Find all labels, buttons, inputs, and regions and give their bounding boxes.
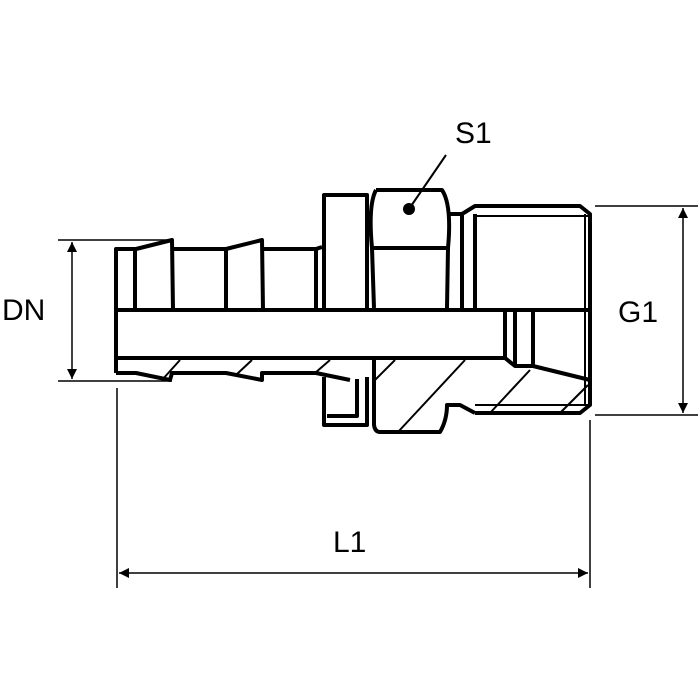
thread-section: [447, 204, 592, 415]
g1-dimension: [595, 205, 698, 416]
section-hatching: [161, 359, 589, 433]
s1-label: S1: [455, 117, 492, 150]
s1-leader: [408, 154, 447, 210]
hose-tail: [114, 238, 323, 311]
g1-label: G1: [618, 296, 659, 329]
l1-label: L1: [333, 526, 367, 559]
dn-label: DN: [2, 294, 46, 327]
dn-dimension: [58, 239, 172, 382]
bore: [114, 308, 591, 382]
l1-dimension: [116, 388, 591, 588]
